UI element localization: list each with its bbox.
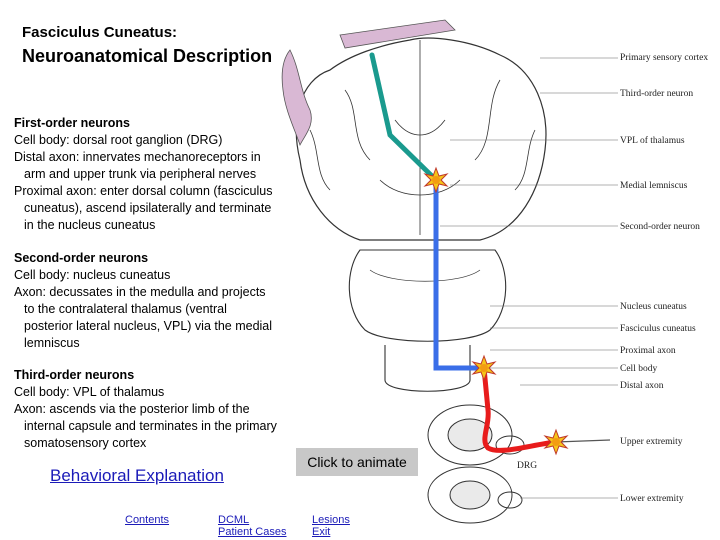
second-order-line: to the contralateral thalamus (ventral xyxy=(24,302,227,316)
exit-label: Exit xyxy=(312,526,331,538)
animate-button[interactable]: Click to animate xyxy=(296,448,418,476)
distal-axon-line xyxy=(555,439,611,443)
second-order-line: lemniscus xyxy=(24,336,80,350)
brain-section xyxy=(295,37,547,241)
second-order-line: Cell body: nucleus cuneatus xyxy=(14,268,171,282)
label-lower-extremity: Lower extremity xyxy=(620,494,684,504)
second-order-heading: Second-order neurons xyxy=(14,251,149,265)
label-vpl-thalamus: VPL of thalamus xyxy=(620,135,685,146)
label-fasciculus-cuneatus: Fasciculus cuneatus xyxy=(620,324,696,334)
first-order-line: Proximal axon: enter dorsal column (fasc… xyxy=(14,184,273,198)
third-order-line: internal capsule and terminates in the p… xyxy=(24,419,277,433)
first-order-line: Cell body: dorsal root ganglion (DRG) xyxy=(14,133,223,147)
third-order-line: Axon: ascends via the posterior limb of … xyxy=(14,402,250,416)
neuron-body-drg xyxy=(543,428,569,456)
third-order-path xyxy=(369,52,439,183)
lesions-label: Lesions xyxy=(312,514,350,526)
patient-cases-label: Patient Cases xyxy=(218,526,287,538)
label-nucleus-cuneatus: Nucleus cuneatus xyxy=(620,302,687,312)
label-drg: DRG xyxy=(517,461,537,471)
contents-link[interactable]: Contents xyxy=(125,514,170,526)
first-order-section: First-order neurons Cell body: dorsal ro… xyxy=(14,115,314,234)
behavioral-explanation-link[interactable]: Behavioral Explanation xyxy=(50,466,224,485)
dcml-patient-cases-link[interactable]: DCML Patient Cases xyxy=(218,514,286,538)
label-second-order-neuron: Second-order neuron xyxy=(620,222,700,232)
dcml-label: DCML xyxy=(218,514,250,526)
label-medial-lemniscus: Medial lemniscus xyxy=(620,181,688,191)
cortex-strip xyxy=(281,49,312,147)
first-order-path xyxy=(481,365,559,453)
spinal-cord-sections xyxy=(427,404,525,524)
third-order-section: Third-order neurons Cell body: VPL of th… xyxy=(14,367,314,452)
second-order-line: posterior lateral nucleus, VPL) via the … xyxy=(24,319,273,333)
title-line-2: Neuroanatomical Description xyxy=(22,46,273,66)
lesions-exit-link[interactable]: Lesions Exit xyxy=(312,514,350,538)
neuron-body-thalamus xyxy=(423,166,449,194)
label-upper-extremity: Upper extremity xyxy=(620,437,683,447)
first-order-line: Distal axon: innervates mechanoreceptors… xyxy=(14,150,261,164)
first-order-heading: First-order neurons xyxy=(14,116,130,130)
second-order-section: Second-order neurons Cell body: nucleus … xyxy=(14,250,314,352)
third-order-line: Cell body: VPL of thalamus xyxy=(14,385,165,399)
label-primary-sensory-cortex: Primary sensory cortex xyxy=(620,53,708,63)
neuron-body-nucleus-cuneatus xyxy=(471,354,497,382)
third-order-line: somatosensory cortex xyxy=(24,436,147,450)
cortex-strip-top xyxy=(339,19,456,49)
label-proximal-axon: Proximal axon xyxy=(620,346,676,356)
first-order-line: cuneatus), ascend ipsilaterally and term… xyxy=(24,201,272,215)
label-third-order-neuron: Third-order neuron xyxy=(620,89,693,99)
second-order-line: Axon: decussates in the medulla and proj… xyxy=(14,285,266,299)
second-order-path xyxy=(433,177,487,371)
title-line-1: Fasciculus Cuneatus: xyxy=(22,24,178,41)
label-cell-body: Cell body xyxy=(620,364,657,374)
leader-lines xyxy=(440,57,618,499)
label-distal-axon: Distal axon xyxy=(620,381,664,391)
first-order-line: in the nucleus cuneatus xyxy=(24,218,156,232)
third-order-heading: Third-order neurons xyxy=(14,368,135,382)
first-order-line: arm and upper trunk via peripheral nerve… xyxy=(24,167,257,181)
